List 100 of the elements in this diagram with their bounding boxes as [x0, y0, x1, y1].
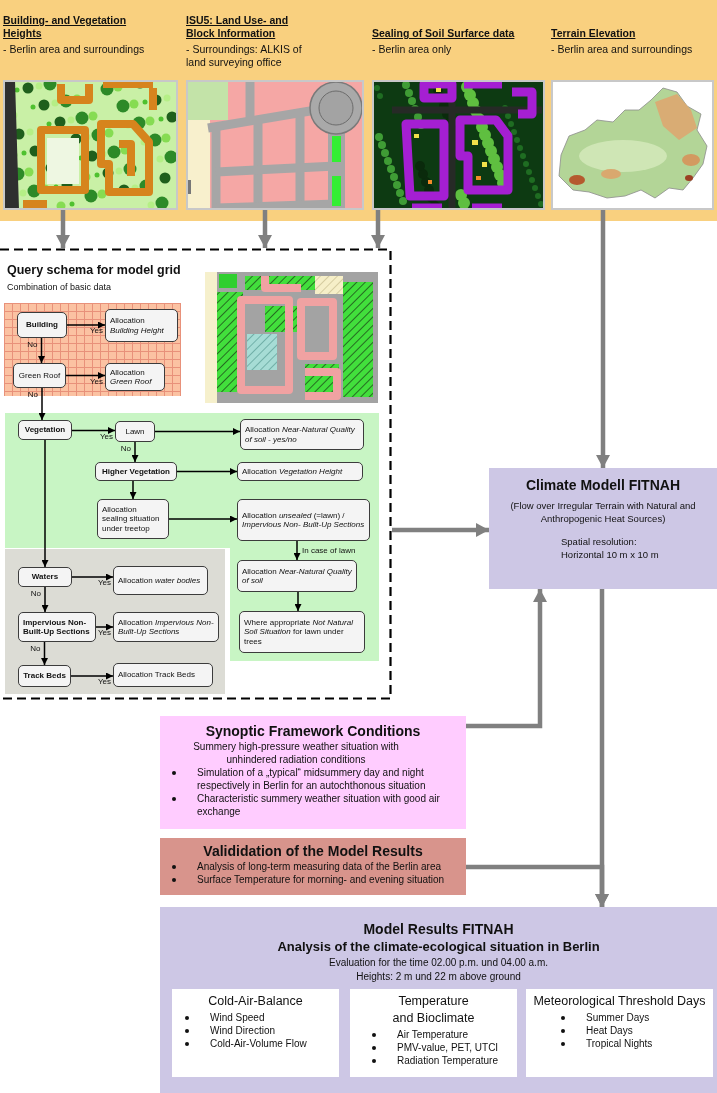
source-note: - Surroundings: ALKIS of land surveying office: [186, 43, 303, 69]
panel-title: Model Results FITNAH: [363, 920, 514, 938]
process-box: Impervious Non-Built-Up Sections: [18, 612, 96, 642]
arrow: [56, 210, 70, 248]
source-title: ISU5: Land Use- and Block Information: [186, 14, 290, 40]
arrow: [65, 372, 106, 379]
model-box: [489, 468, 717, 589]
bullet-item: Cold-Air-Volume Flow: [210, 1037, 307, 1050]
arrow: [131, 441, 139, 463]
section-subtitle: Combination of basic data: [7, 281, 112, 293]
process-box: Vegetation: [18, 420, 72, 440]
panel-subtitle: Analysis of the climate-ecological situation in Berlin: [277, 938, 600, 955]
arrow: [41, 641, 48, 666]
info-panel: [160, 838, 466, 895]
process-box: Building: [17, 312, 67, 338]
panel-text: Evaluation for the time 02.00 p.m. und 04.00 a.m.: [329, 956, 548, 969]
bullet-item: Analysis of long-term measuring data of the Berlin area: [197, 860, 441, 873]
arrow: [596, 210, 610, 468]
process-box: Waters: [18, 567, 72, 587]
edge-label: In case of lawn: [302, 545, 356, 555]
bullet-item: Wind Speed: [210, 1011, 265, 1024]
process-box: Allocation water bodies: [113, 566, 208, 595]
process-box: Allocation Impervious Non- Built-Up Sections: [113, 612, 219, 642]
arrow: [466, 864, 609, 907]
bullet-item: Heat Days: [586, 1024, 633, 1037]
edge-label: No: [30, 589, 41, 598]
arrow: [71, 427, 116, 434]
bullet-item: Surface Temperature for morning- and evening situation: [197, 873, 445, 886]
info-panel: [160, 716, 466, 829]
card-heading: Cold-Air-Balance: [207, 993, 304, 1010]
source-title: Sealing of Soil Surfarce data: [372, 27, 516, 40]
arrow: [258, 210, 272, 248]
process-box: Green Roof: [13, 363, 66, 388]
process-box: Higher Vegetation: [95, 462, 177, 481]
process-box: Lawn: [115, 421, 155, 442]
bullet-item: Tropical Nights: [586, 1037, 653, 1050]
process-box: Allocation Green Roof: [105, 363, 165, 391]
arrow: [71, 573, 114, 581]
arrow: [129, 480, 137, 500]
arrow: [176, 468, 238, 475]
header-band: [0, 0, 717, 221]
edge-label: Yes: [97, 578, 111, 587]
source-note: - Berlin area only: [372, 43, 453, 56]
arrow: [294, 591, 302, 612]
bullet-item: Summer Days: [586, 1011, 650, 1024]
arrow: [41, 586, 49, 613]
arrow: [392, 523, 489, 537]
arrow: [371, 210, 385, 248]
bullet-item: Air Temperature: [397, 1028, 468, 1041]
process-box: Allocation Near-Natural Quality of soil: [237, 560, 357, 592]
edge-label: No: [27, 390, 38, 399]
arrow: [466, 589, 547, 729]
card-heading: Meteorological Threshold Days: [532, 993, 707, 1010]
box-title: Climate Modell FITNAH: [526, 476, 680, 494]
result-card: [172, 989, 339, 1077]
source-title: Building- and Vegetation Heights: [3, 14, 128, 40]
grid-panel: [4, 303, 181, 396]
bullet-item: Wind Direction: [210, 1024, 276, 1037]
arrow: [38, 337, 45, 364]
bullet-item: Simulation of a „typical“ midsummery day and night respectively in Berlin for an autochthonous situation: [197, 766, 427, 792]
arrow: [38, 387, 46, 421]
result-card: [526, 989, 713, 1077]
panel-text: Summery high-pressure weather situation with unhindered radiation conditions: [192, 740, 400, 766]
process-box: Allocation unsealed (=lawn) / Impervious Non- Built-Up Sections: [237, 499, 370, 541]
edge-label: Yes: [89, 326, 103, 335]
panel-title: Synoptic Framework Conditions: [204, 722, 422, 740]
source-note: - Berlin area and surroundings: [3, 43, 146, 56]
edge-label: No: [30, 644, 41, 653]
process-box: Allocation Near-Natural Quality of soil - yes/no: [240, 419, 364, 450]
arrow: [41, 439, 49, 568]
panel-text: Heights: 2 m und 22 m above ground: [356, 970, 521, 983]
edge-label: Yes: [89, 376, 103, 386]
edge-label: No: [120, 444, 131, 453]
bullet-item: Characteristic summery weather situation with good air exchange: [197, 792, 441, 818]
results-panel: [160, 907, 717, 1093]
box-note: Spatial resolution: Horizontal 10 m x 10 m: [561, 535, 660, 561]
edge-label: Yes: [97, 628, 111, 637]
edge-label: No: [27, 340, 38, 349]
process-box: Where appropriate Not Natural Soil Situation for lawn under trees: [239, 611, 365, 653]
box-description: (Flow over Irregular Terrain with Natural and Anthropogenic Heat Sources): [509, 499, 697, 525]
card-heading: Temperature and Bioclimate: [391, 993, 476, 1027]
arrow: [95, 623, 114, 631]
source-title: Terrain Elevation: [551, 27, 637, 40]
process-box: Allocation Track Beds: [113, 663, 213, 687]
shaded-panel: [5, 549, 225, 694]
arrow: [168, 515, 238, 523]
process-box: Allocation Vegetation Height: [237, 462, 363, 481]
edge-label: Yes: [97, 677, 111, 686]
arrow: [293, 540, 301, 561]
process-box: Allocation Building Height: [105, 309, 178, 342]
bullet-item: PMV-value, PET, UTCI: [397, 1041, 499, 1054]
arrow: [70, 672, 114, 680]
panel-title: Valididation of the Model Results: [202, 842, 424, 860]
arrow: [154, 428, 241, 435]
arrow: [66, 321, 106, 329]
source-note: - Berlin area and surroundings: [551, 43, 694, 56]
result-card: [350, 989, 517, 1077]
process-box: Allocation sealing situation under treetop: [97, 499, 169, 539]
section-heading: Query schema for model grid: [7, 262, 181, 278]
process-box: Track Beds: [18, 665, 71, 687]
